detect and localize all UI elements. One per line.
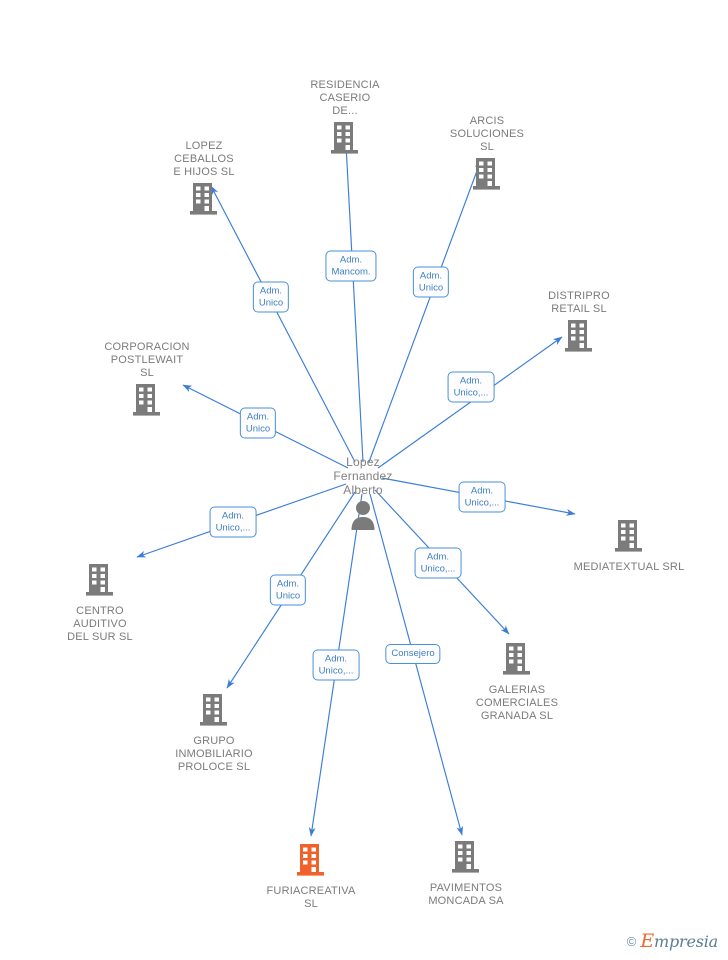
company-node-lopez-ceballos[interactable]: LOPEZ CEBALLOS E HIJOS SL [124,140,284,222]
company-node-label: LOPEZ CEBALLOS E HIJOS SL [173,140,235,178]
edge-label-lopez-ceballos[interactable]: Adm. Unico [252,281,290,313]
company-node-label: DISTRIPRO RETAIL SL [548,290,610,315]
edge-line-arcis-soluciones [368,159,482,463]
edge-label-corporacion-postlewait[interactable]: Adm. Unico [239,407,277,439]
company-node-furiacreativa[interactable]: FURIACREATIVA SL [231,842,391,911]
edge-label-furiacreativa[interactable]: Adm. Unico,... [312,649,360,681]
company-node-galerias-comerciales-granada[interactable]: GALERIAS COMERCIALES GRANADA SL [437,641,597,723]
company-node-label: RESIDENCIA CASERIO DE... [310,79,380,117]
company-node-label: CORPORACION POSTLEWAIT SL [104,341,190,379]
building-icon [499,318,659,359]
company-node-grupo-inmobiliario-proloce[interactable]: GRUPO INMOBILIARIO PROLOCE SL [134,692,294,774]
copyright-icon: © [626,933,637,949]
company-node-corporacion-postlewait[interactable]: CORPORACION POSTLEWAIT SL [67,341,227,423]
edge-label-grupo-inmobiliario-proloce[interactable]: Adm. Unico [269,574,307,606]
company-node-label: CENTRO AUDITIVO DEL SUR SL [67,605,133,643]
edge-line-lopez-ceballos [210,185,356,463]
edge-label-centro-auditivo[interactable]: Adm. Unico,... [209,506,257,538]
building-icon [67,382,227,423]
building-icon [386,839,546,880]
building-icon-highlighted [231,842,391,883]
edge-label-galerias-comerciales-granada[interactable]: Adm. Unico,... [414,547,462,579]
company-node-label: MEDIATEXTUAL SRL [573,561,685,573]
building-icon [20,562,180,603]
company-node-pavimentos-moncada[interactable]: PAVIMENTOS MONCADA SA [386,839,546,908]
person-icon [283,499,443,536]
company-node-arcis-soluciones[interactable]: ARCIS SOLUCIONES SL [407,115,567,197]
edge-label-residencia-caserio[interactable]: Adm. Mancom. [325,250,377,282]
edge-label-arcis-soluciones[interactable]: Adm. Unico [412,266,450,298]
company-node-mediatextual[interactable]: MEDIATEXTUAL SRL [549,518,709,574]
building-icon [407,156,567,197]
building-icon [134,692,294,733]
company-node-distripro-retail[interactable]: DISTRIPRO RETAIL SL [499,290,659,359]
edge-label-mediatextual[interactable]: Adm. Unico,... [458,481,506,513]
company-node-label: GALERIAS COMERCIALES GRANADA SL [475,684,559,722]
person-node-label: Lopez Fernandez Alberto [333,455,393,497]
person-node-center[interactable]: Lopez Fernandez Alberto [283,455,443,536]
edge-label-distripro-retail[interactable]: Adm. Unico,... [447,371,495,403]
edge-label-pavimentos-moncada[interactable]: Consejero [385,644,441,664]
edge-line-residencia-caserio [342,125,364,463]
company-node-label: GRUPO INMOBILIARIO PROLOCE SL [175,735,253,773]
company-node-label: FURIACREATIVA SL [266,885,356,910]
empresia-watermark: © Empresia [627,930,718,952]
company-node-label: PAVIMENTOS MONCADA SA [428,882,504,907]
building-icon [437,641,597,682]
company-node-label: ARCIS SOLUCIONES SL [449,115,525,153]
company-node-centro-auditivo[interactable]: CENTRO AUDITIVO DEL SUR SL [20,562,180,644]
building-icon [124,181,284,222]
company-node-residencia-caserio[interactable]: RESIDENCIA CASERIO DE... [265,79,425,161]
building-icon [265,120,425,161]
brand-name: Empresia [640,930,718,952]
building-icon [549,518,709,559]
